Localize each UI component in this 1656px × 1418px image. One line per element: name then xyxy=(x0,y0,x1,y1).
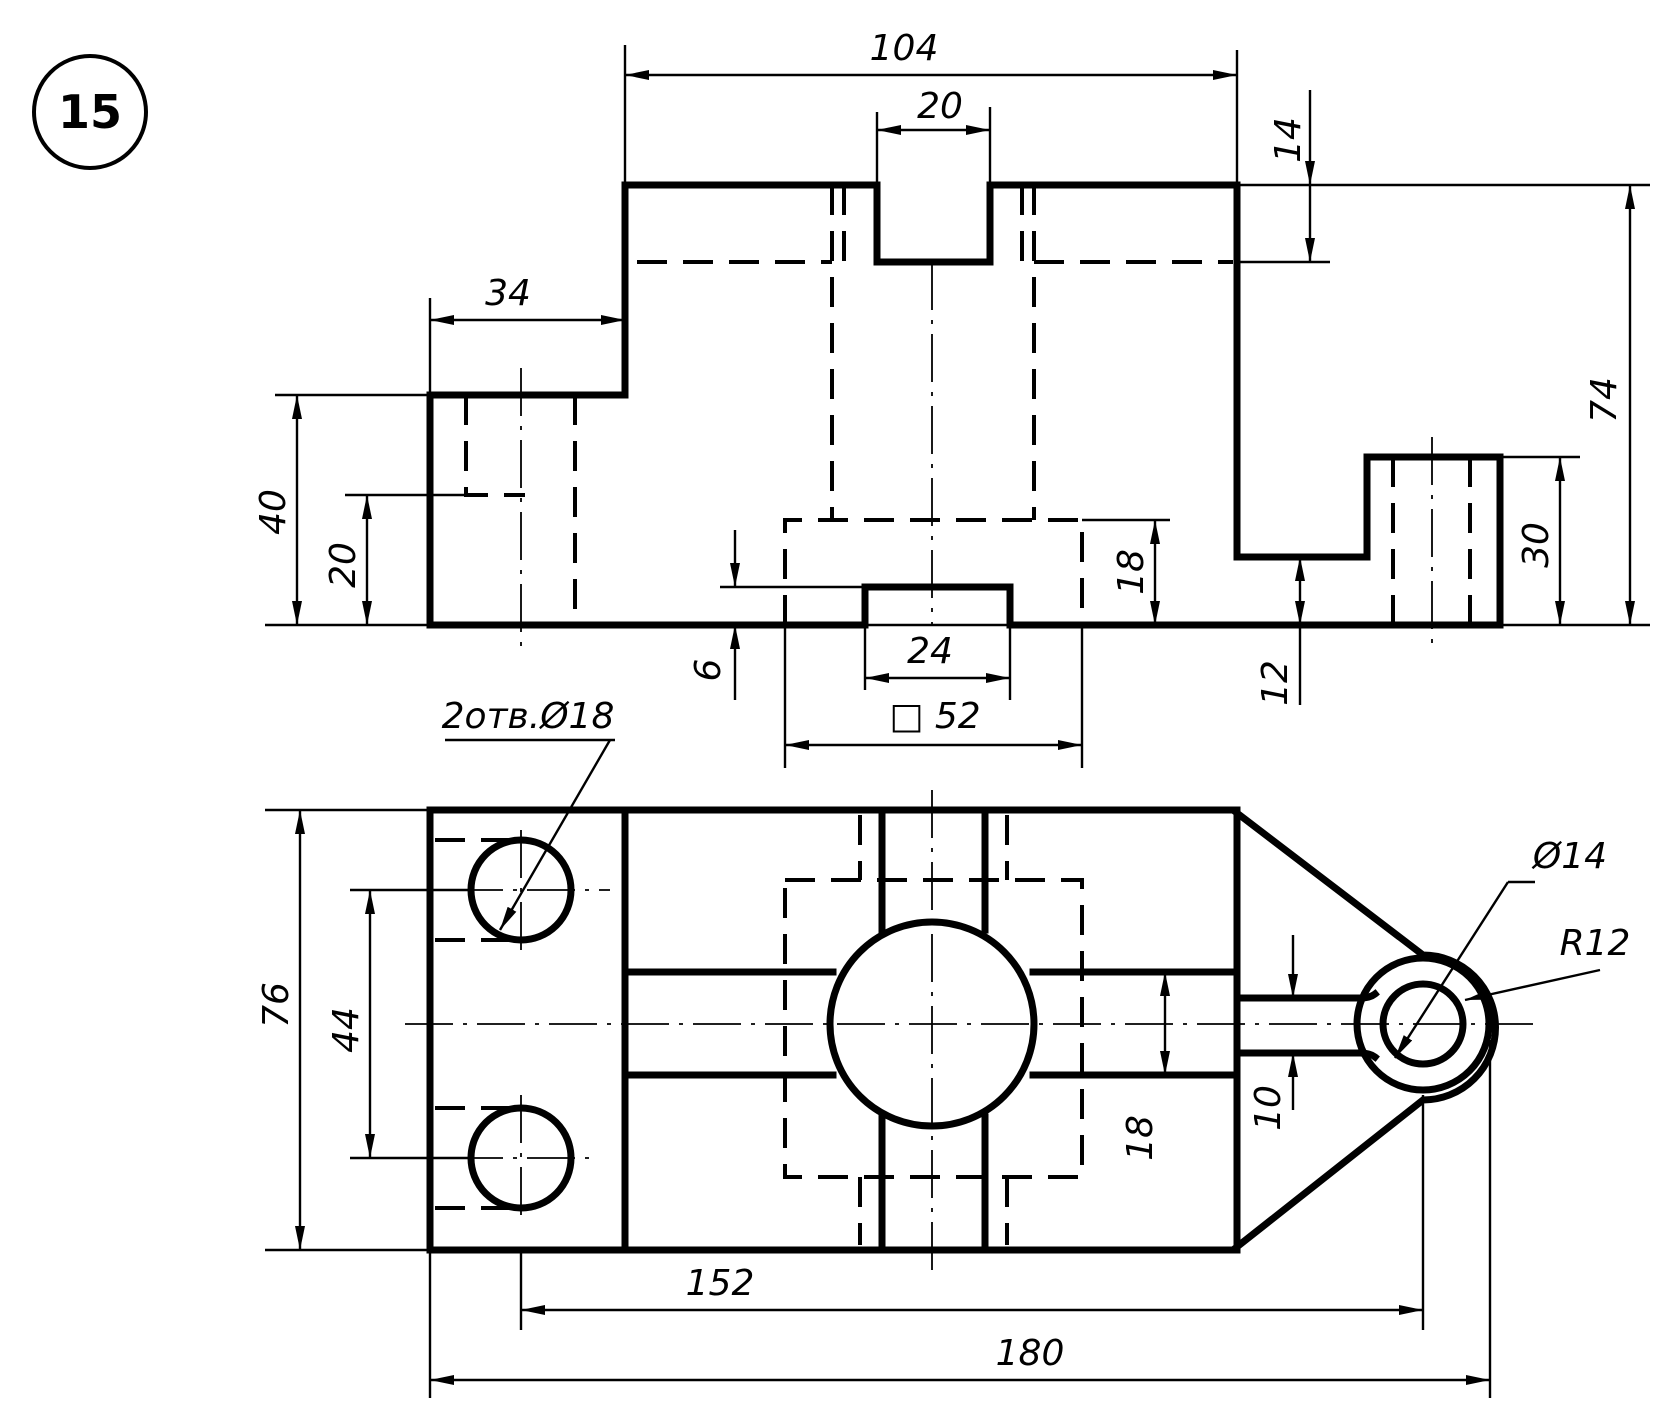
top-dimension-lines xyxy=(295,810,1490,1385)
dim-180-text: 180 xyxy=(996,1333,1065,1374)
top-extension-lines xyxy=(265,808,1492,1398)
hidden-square-pocket xyxy=(783,518,1084,625)
dim-10-text: 10 xyxy=(1248,1085,1289,1131)
top-dimension-texts: 2отв.Ø18 Ø14 R12 76 44 18 10 152 180 xyxy=(256,696,1630,1374)
dim-24-text: 24 xyxy=(907,631,953,672)
phi14-text: Ø14 xyxy=(1531,836,1607,877)
figure-number: 15 xyxy=(58,85,122,139)
top-view-outline xyxy=(426,806,1499,1254)
front-hidden-lines xyxy=(464,185,1472,625)
dim-14-text: 14 xyxy=(1268,117,1309,163)
front-dimension-lines xyxy=(292,70,1635,750)
dim-20-top-text: 20 xyxy=(917,86,963,127)
hidden-counterbore-left xyxy=(464,395,525,497)
dim-18-front-text: 18 xyxy=(1111,549,1152,595)
front-dimension-texts: 104 20 14 74 34 40 20 18 30 6 24 12 □ 52 xyxy=(253,28,1625,737)
dim-104-text: 104 xyxy=(870,28,939,69)
top-view: 2отв.Ø18 Ø14 R12 76 44 18 10 152 180 xyxy=(256,696,1630,1398)
front-center-lines xyxy=(520,262,1433,648)
top-center-lines xyxy=(405,790,1540,1270)
leader-r12 xyxy=(1464,968,1601,1002)
front-view: 104 20 14 74 34 40 20 18 30 6 24 12 □ 52 xyxy=(253,28,1650,768)
dim-30-text: 30 xyxy=(1516,522,1557,568)
holes-note-text: 2отв.Ø18 xyxy=(442,696,615,737)
lug-neck-top xyxy=(1233,989,1380,1002)
r12-text: R12 xyxy=(1560,923,1631,964)
figure-number-badge: 15 xyxy=(32,54,148,170)
leader-holes xyxy=(498,739,612,931)
leader-phi14 xyxy=(1393,881,1510,1059)
dim-52-text: □ 52 xyxy=(889,696,980,737)
dim-40-text: 40 xyxy=(253,489,294,535)
dim-18-top-text: 18 xyxy=(1120,1115,1161,1161)
lug-neck-bottom xyxy=(1233,1049,1380,1062)
top-leaders xyxy=(445,738,1601,1059)
dim-76-text: 76 xyxy=(256,982,297,1028)
dim-152-text: 152 xyxy=(686,1263,755,1304)
dim-44-text: 44 xyxy=(326,1007,367,1053)
front-extension-lines xyxy=(265,45,1650,768)
dim-20-left-text: 20 xyxy=(323,542,364,588)
dim-6-text: 6 xyxy=(688,659,729,682)
dim-12-text: 12 xyxy=(1255,660,1296,706)
dim-34-text: 34 xyxy=(485,273,531,314)
hidden-square-52 xyxy=(783,878,1084,1179)
dim-74-text: 74 xyxy=(1584,377,1625,423)
top-hidden-lines xyxy=(435,815,1084,1245)
badge-circle xyxy=(32,54,148,170)
front-view-outline xyxy=(426,181,1504,629)
